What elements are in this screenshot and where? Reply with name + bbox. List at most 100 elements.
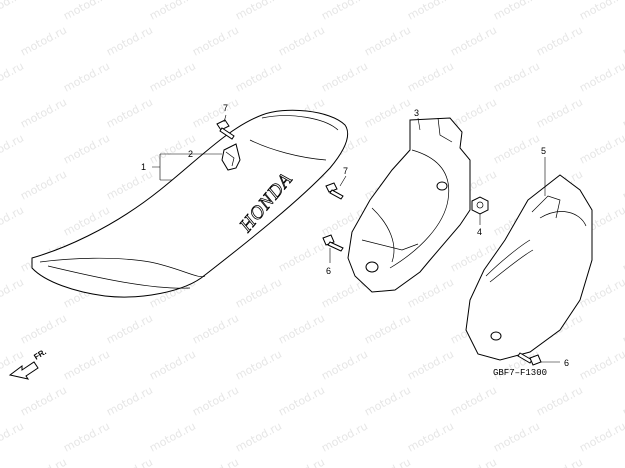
watermark-text: motod.ru [620, 455, 625, 468]
watermark-text: motod.ru [104, 455, 155, 468]
watermark-text: motod.ru [61, 59, 112, 94]
watermark-text: motod.ru [448, 383, 499, 418]
diagram-code: GBF7–F1300 [493, 368, 547, 378]
watermark-text: motod.ru [0, 59, 26, 94]
watermark-text: motod.ru [491, 419, 542, 454]
watermark-text: motod.ru [620, 383, 625, 418]
watermark-text: motod.ru [405, 347, 456, 382]
watermark-text: motod.ru [190, 383, 241, 418]
watermark-text: motod.ru [18, 167, 69, 202]
watermark-text: motod.ru [362, 455, 413, 468]
watermark-text: motod.ru [620, 95, 625, 130]
watermark-text: motod.ru [362, 311, 413, 346]
callout-7-upper: 7 [223, 103, 228, 113]
watermark-text: motod.ru [61, 347, 112, 382]
watermark-text: motod.ru [61, 131, 112, 166]
callout-7-lower: 7 [343, 166, 348, 176]
watermark-text: motod.ru [61, 0, 112, 23]
watermark-text: motod.ru [190, 23, 241, 58]
seat-strap-clip [221, 143, 241, 171]
watermark-text: motod.ru [104, 167, 155, 202]
watermark-text: motod.ru [577, 131, 625, 166]
watermark-text: motod.ru [362, 95, 413, 130]
watermark-text: motod.ru [147, 59, 198, 94]
watermark-text: motod.ru [104, 23, 155, 58]
bolt-6-left [322, 234, 344, 252]
watermark-text: motod.ru [233, 275, 284, 310]
watermark-text: motod.ru [319, 347, 370, 382]
watermark-text: motod.ru [18, 383, 69, 418]
watermark-text: motod.ru [18, 455, 69, 468]
side-cover-bracket [347, 117, 471, 293]
watermark-text: motod.ru [0, 131, 26, 166]
watermark-text: motod.ru [61, 419, 112, 454]
watermark-text: motod.ru [190, 311, 241, 346]
watermark-text: motod.ru [276, 383, 327, 418]
watermark-text: motod.ru [534, 23, 585, 58]
watermark-text: motod.ru [577, 347, 625, 382]
bolt-7-lower [325, 182, 344, 200]
watermark-text: motod.ru [534, 383, 585, 418]
watermark-text: motod.ru [577, 0, 625, 23]
watermark-text: motod.ru [362, 23, 413, 58]
watermark-text: motod.ru [18, 95, 69, 130]
watermark-text: motod.ru [620, 23, 625, 58]
watermark-text: motod.ru [147, 419, 198, 454]
watermark-text: motod.ru [233, 0, 284, 23]
watermark-text: motod.ru [233, 59, 284, 94]
seat [31, 109, 349, 298]
watermark-text: motod.ru [233, 419, 284, 454]
watermark-text: motod.ru [491, 59, 542, 94]
watermark-text: motod.ru [448, 23, 499, 58]
watermark-text: motod.ru [534, 95, 585, 130]
callout-3: 3 [414, 108, 419, 118]
watermark-text: motod.ru [0, 203, 26, 238]
watermark-text: motod.ru [104, 383, 155, 418]
callout-2: 2 [188, 149, 193, 159]
watermark-text: motod.ru [104, 95, 155, 130]
callout-4: 4 [477, 227, 482, 237]
watermark-text: motod.ru [491, 131, 542, 166]
watermark-text: motod.ru [276, 239, 327, 274]
watermark-text: motod.ru [0, 419, 26, 454]
watermark-text: motod.ru [534, 455, 585, 468]
watermark-text: motod.ru [405, 0, 456, 23]
watermark-text: motod.ru [319, 0, 370, 23]
watermark-text: motod.ru [0, 0, 26, 23]
watermark-text: motod.ru [319, 59, 370, 94]
watermark-text: motod.ru [620, 311, 625, 346]
watermark-text: motod.ru [620, 167, 625, 202]
nut-4 [471, 196, 489, 215]
watermark-text: motod.ru [491, 0, 542, 23]
watermark-text: motod.ru [620, 239, 625, 274]
watermark-text: motod.ru [276, 455, 327, 468]
watermark-text: motod.ru [448, 455, 499, 468]
watermark-text: motod.ru [0, 275, 26, 310]
watermark-text: motod.ru [233, 347, 284, 382]
watermark-text: motod.ru [362, 383, 413, 418]
watermark-text: motod.ru [405, 275, 456, 310]
watermark-text: motod.ru [577, 59, 625, 94]
callout-6-left: 6 [326, 266, 331, 276]
callout-5: 5 [541, 146, 546, 156]
watermark-text: motod.ru [104, 311, 155, 346]
callout-1: 1 [141, 162, 146, 172]
leader-lines [152, 114, 560, 363]
side-cover [465, 174, 593, 361]
bolt-6-right [517, 352, 542, 366]
watermark-text: motod.ru [190, 95, 241, 130]
watermark-text: motod.ru [405, 419, 456, 454]
watermark-text: motod.ru [18, 311, 69, 346]
front-direction-label: FR. [32, 347, 48, 361]
watermark-text: motod.ru [190, 455, 241, 468]
bolt-7-upper [216, 119, 235, 140]
watermark-text: motod.ru [405, 59, 456, 94]
watermark-text: motod.ru [577, 419, 625, 454]
callout-6-right: 6 [564, 358, 569, 368]
watermark-text: motod.ru [147, 347, 198, 382]
watermark-text: motod.ru [276, 23, 327, 58]
watermark-text: motod.ru [276, 311, 327, 346]
watermark-text: motod.ru [18, 23, 69, 58]
watermark-text: motod.ru [319, 419, 370, 454]
